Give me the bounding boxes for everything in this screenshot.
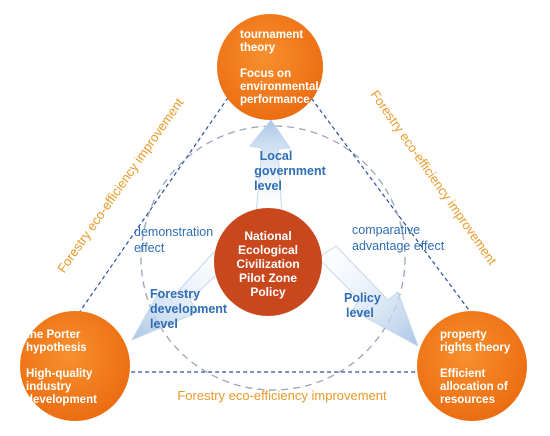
arrow-label-left: Forestry development level [150,287,228,331]
arrow-right [317,245,419,348]
arrow-label-up-line: Local [260,149,293,163]
effect-right-line: advantage effect [352,239,445,253]
left-node-line: hypothesis [26,342,87,354]
center-line: Policy [250,285,286,299]
arrow-label-right: Policy level [344,291,381,320]
effect-right: comparative advantage effect [352,223,445,253]
right-node-line: rights theory [440,342,511,354]
dashed-circle [140,125,406,391]
arrow-label-up-line: level [254,179,282,193]
left-node-text: the Porter hypothesis High-quality indus… [26,329,97,406]
arrow-label-left-line: Forestry [150,287,200,301]
top-node-line: Focus on [240,68,291,80]
arrow-label-up-line: government [254,164,326,178]
left-node-line: the Porter [26,329,81,341]
arrow-label-right-line: level [346,306,374,320]
right-node-circle [417,311,527,421]
effect-left-line: effect [134,241,165,255]
arrow-label-left-line: development [150,302,228,316]
center-text: National Ecological Civilization Pilot Z… [236,229,299,299]
right-node-line: Efficient [440,368,486,380]
effect-left: demonstration effect [134,225,213,255]
arrow-label-left-line: level [150,317,178,331]
effect-left-line: demonstration [134,225,213,239]
left-node-line: development [26,394,97,406]
right-node-text: property rights theory Efficient allocat… [440,329,511,406]
center-line: National [244,229,291,243]
arrow-label-right-line: Policy [344,291,381,305]
top-node-line: tournament [240,29,303,41]
right-node-line: property [440,329,487,341]
arrow-up [249,119,291,215]
right-node-line: resources [440,394,495,406]
arrow-left [130,251,233,342]
center-line: Pilot Zone [239,271,297,285]
left-node-line: industry [26,381,72,393]
effect-right-line: comparative [352,223,420,237]
edge-label-bottom: Forestry eco-efficiency improvement [177,388,387,403]
center-line: Civilization [236,257,299,271]
left-node-line: High-quality [26,368,93,380]
arrow-label-up: Local government level [254,149,327,193]
center-circle [214,208,322,316]
top-node-text: tournament theory Focus on environmental… [240,29,319,106]
left-node-circle [20,311,130,421]
dashed-triangle [36,38,517,373]
center-line: Ecological [238,243,298,257]
top-node-circle [217,14,323,120]
top-node-line: theory [240,42,276,54]
right-node-line: allocation of [440,381,508,393]
top-node-line: performance [240,94,310,106]
top-node-line: environmental [240,81,319,93]
